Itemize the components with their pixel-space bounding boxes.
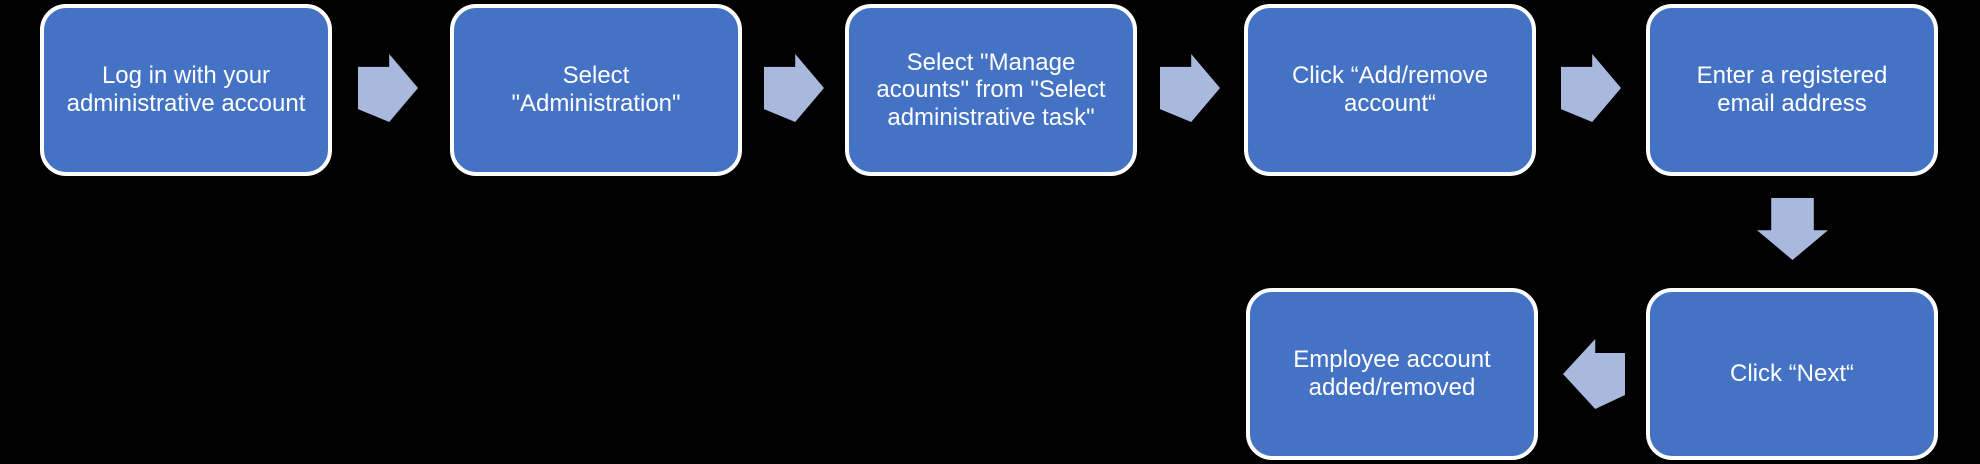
- arrow-down-icon: [1757, 198, 1828, 260]
- arrow-right-icon: [1160, 54, 1220, 122]
- step-manage-accounts-box: Select "Manage acounts" from "Select adm…: [845, 4, 1137, 176]
- step-account-added-removed-box: Employee account added/removed: [1246, 288, 1538, 460]
- step-click-next-label: Click “Next“: [1730, 360, 1854, 388]
- step-login-label: Log in with your administrative account: [66, 62, 306, 117]
- step-click-next-box: Click “Next“: [1646, 288, 1938, 460]
- arrow-right-icon: [1561, 54, 1621, 122]
- arrow-left-icon: [1563, 339, 1625, 409]
- step-select-administration-box: Select "Administration": [450, 4, 742, 176]
- step-account-added-removed-label: Employee account added/removed: [1293, 346, 1491, 401]
- step-manage-accounts-label: Select "Manage acounts" from "Select adm…: [876, 48, 1106, 131]
- step-select-administration-label: Select "Administration": [511, 62, 681, 117]
- step-enter-email-label: Enter a registered email address: [1696, 62, 1888, 117]
- step-add-remove-account-label: Click “Add/remove account“: [1291, 62, 1489, 117]
- arrow-right-icon: [764, 54, 824, 122]
- step-add-remove-account-box: Click “Add/remove account“: [1244, 4, 1536, 176]
- step-enter-email-box: Enter a registered email address: [1646, 4, 1938, 176]
- arrow-right-icon: [358, 54, 418, 122]
- step-login-box: Log in with your administrative account: [40, 4, 332, 176]
